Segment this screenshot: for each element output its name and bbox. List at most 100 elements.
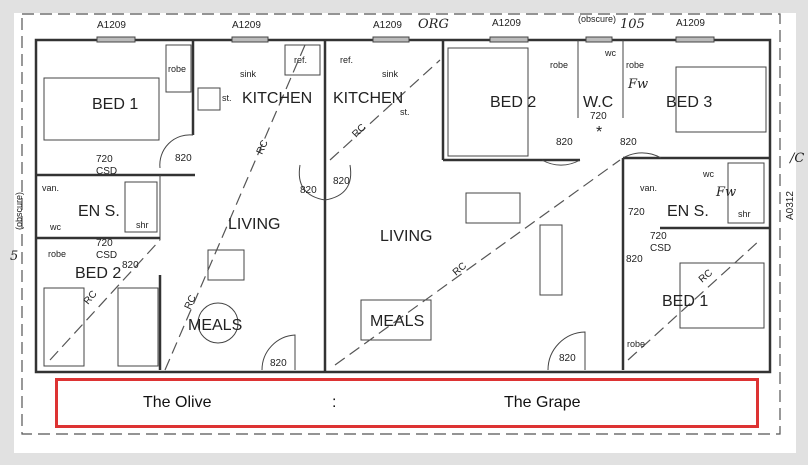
fixture-label: shr bbox=[738, 209, 751, 219]
room-label: MEALS bbox=[188, 317, 242, 334]
fixture-label: shr bbox=[136, 220, 149, 230]
door-size: 820 bbox=[270, 358, 287, 369]
handwritten-note: 105 bbox=[620, 17, 645, 32]
door-size: 820 bbox=[300, 185, 317, 196]
shower bbox=[124, 181, 158, 233]
door-size: 820 bbox=[175, 153, 192, 164]
window bbox=[372, 36, 410, 43]
obscure-label: (obscure) bbox=[578, 14, 616, 24]
window bbox=[96, 36, 136, 43]
fixture-label: van. bbox=[42, 183, 59, 193]
fixture-label: sink bbox=[240, 69, 257, 79]
room-label: EN S. bbox=[78, 203, 120, 220]
handwritten-note: 5 bbox=[10, 249, 18, 264]
window-label: A0312 bbox=[785, 191, 796, 220]
fixture-label: sink bbox=[382, 69, 399, 79]
door-swing bbox=[261, 334, 296, 371]
door-type: CSD bbox=[650, 243, 671, 254]
bed bbox=[43, 287, 85, 367]
bed bbox=[679, 262, 765, 329]
fixture-label: ref. bbox=[294, 55, 307, 65]
handwritten-note: Fw bbox=[715, 185, 736, 200]
bed bbox=[675, 66, 767, 133]
handwritten-note: ORG bbox=[418, 17, 449, 32]
sofa bbox=[207, 249, 245, 281]
meals-table bbox=[360, 299, 432, 341]
fixture-label: robe bbox=[48, 249, 66, 259]
room-label: KITCHEN bbox=[333, 90, 403, 107]
door-size: 820 bbox=[559, 353, 576, 364]
boundary-line bbox=[21, 13, 781, 435]
window-label: A1209 bbox=[97, 20, 126, 31]
room-label: LIVING bbox=[228, 216, 280, 233]
fixture-label: robe bbox=[626, 60, 644, 70]
door-size: 720 bbox=[650, 231, 667, 242]
door-swing bbox=[622, 152, 662, 159]
rc-line bbox=[627, 239, 761, 361]
door-size: 720 bbox=[628, 207, 645, 218]
door-swing bbox=[541, 159, 581, 166]
room-label: BED 1 bbox=[92, 96, 138, 113]
room-label: KITCHEN bbox=[242, 90, 312, 107]
rc-line bbox=[49, 239, 161, 361]
handwritten-note: Fw bbox=[627, 77, 648, 92]
door-size: 720 bbox=[96, 154, 113, 165]
sofa bbox=[465, 192, 521, 224]
shower bbox=[727, 162, 765, 224]
window-label: A1209 bbox=[676, 18, 705, 29]
window bbox=[231, 36, 269, 43]
obscure-label: (obscure) bbox=[14, 192, 24, 230]
sofa bbox=[539, 224, 563, 296]
separator: : bbox=[332, 394, 337, 411]
room-label: BED 2 bbox=[75, 265, 121, 282]
door-size: 820 bbox=[333, 176, 350, 187]
robe bbox=[165, 44, 192, 93]
room-label: EN S. bbox=[667, 203, 709, 220]
unit-name-left: The Olive bbox=[143, 394, 212, 411]
fixture-label: wc bbox=[49, 222, 61, 232]
room-label: LIVING bbox=[380, 228, 432, 245]
door-swing bbox=[547, 331, 586, 371]
door-size: 820 bbox=[556, 137, 573, 148]
window bbox=[489, 36, 529, 43]
rc-line bbox=[164, 44, 306, 371]
door-size: 820 bbox=[620, 137, 637, 148]
asterisk-mark: * bbox=[596, 124, 602, 141]
room-label: MEALS bbox=[370, 313, 424, 330]
bed bbox=[43, 77, 160, 141]
room-label: BED 1 bbox=[662, 293, 708, 310]
fridge bbox=[284, 44, 321, 76]
door-size: 720 bbox=[590, 111, 607, 122]
rc-line bbox=[329, 59, 441, 161]
window-label: A1209 bbox=[373, 20, 402, 31]
fixture-label: st. bbox=[400, 107, 410, 117]
door-size: 720 bbox=[96, 238, 113, 249]
bed bbox=[117, 287, 159, 367]
room-label: BED 3 bbox=[666, 94, 712, 111]
door-swing bbox=[159, 134, 194, 169]
door-size: 820 bbox=[626, 254, 643, 265]
fixture-label: wc bbox=[702, 169, 714, 179]
window-label: A1209 bbox=[492, 18, 521, 29]
fixture-label: wc bbox=[604, 48, 616, 58]
room-label: W.C bbox=[583, 94, 613, 111]
door-type: CSD bbox=[96, 166, 117, 177]
meals-table bbox=[197, 302, 239, 344]
unit-name-right: The Grape bbox=[504, 394, 581, 411]
fixture-label: robe bbox=[627, 339, 645, 349]
window bbox=[675, 36, 715, 43]
door-type: CSD bbox=[96, 250, 117, 261]
fixture-label: ref. bbox=[340, 55, 353, 65]
fixture-label: st. bbox=[222, 93, 232, 103]
fixture-label: robe bbox=[550, 60, 568, 70]
fixture-label: van. bbox=[640, 183, 657, 193]
unit-names-banner: The Olive : The Grape bbox=[55, 378, 759, 428]
rc-line bbox=[334, 159, 621, 366]
fixture-label: robe bbox=[168, 64, 186, 74]
stove bbox=[197, 87, 221, 111]
beds bbox=[447, 47, 529, 157]
window-label: A1209 bbox=[232, 20, 261, 31]
door-swing bbox=[298, 164, 352, 201]
window bbox=[585, 36, 613, 43]
